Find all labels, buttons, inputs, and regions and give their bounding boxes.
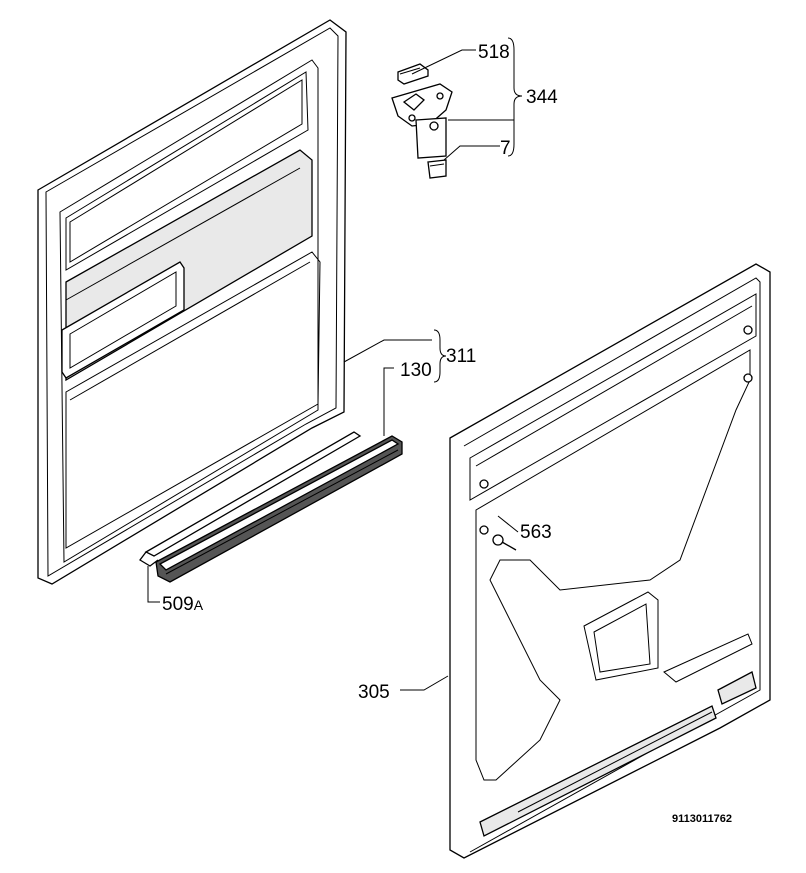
inner-door-panel (37, 19, 347, 585)
label-509-number: 509 (162, 594, 194, 615)
leader-lines (147, 37, 523, 691)
drawing-code: 9113011762 (672, 813, 732, 825)
wire-rod (139, 431, 362, 567)
label-311: 311 (446, 346, 476, 367)
label-7: 7 (500, 138, 511, 159)
screw (492, 534, 517, 551)
label-563: 563 (520, 522, 552, 543)
label-344: 344 (526, 87, 558, 108)
label-305: 305 (358, 682, 390, 703)
label-130: 130 (400, 360, 432, 381)
label-509: 509A (162, 594, 204, 615)
label-518: 518 (478, 42, 510, 63)
label-509-suffix: A (194, 597, 204, 613)
outer-door-panel (449, 263, 771, 859)
hinge-assembly (391, 63, 453, 179)
seal-strip (155, 435, 403, 583)
